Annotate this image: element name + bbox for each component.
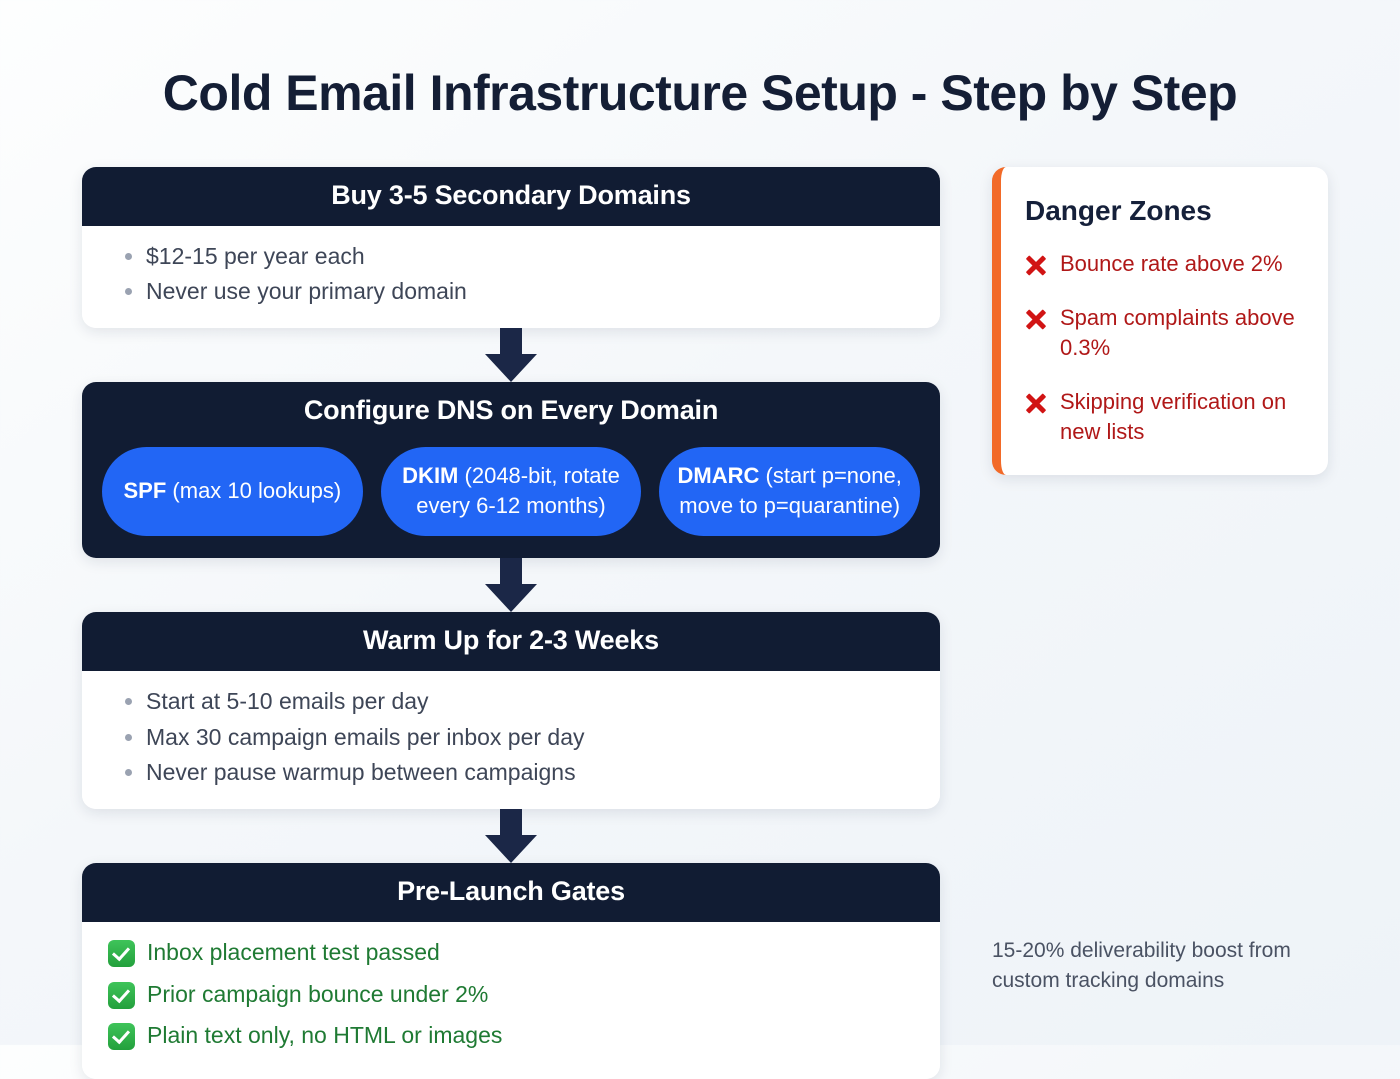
process-flow: Buy 3-5 Secondary Domains $12-15 per yea… <box>82 167 940 1079</box>
arrow-head <box>485 354 537 383</box>
dns-pill-detail: (2048-bit, rotate every 6-12 months) <box>416 463 620 518</box>
arrow-down-icon <box>82 558 940 613</box>
step-body: Start at 5-10 emails per day Max 30 camp… <box>82 671 940 809</box>
step-body: Inbox placement test passed Prior campai… <box>82 921 940 1079</box>
step-header: Buy 3-5 Secondary Domains <box>82 167 940 226</box>
dns-pill-label: DKIM <box>402 463 459 489</box>
step-body: SPF (max 10 lookups) DKIM (2048-bit, rot… <box>82 441 940 559</box>
check-mark-icon <box>108 939 135 967</box>
dns-pill-label: SPF <box>123 478 167 504</box>
checklist: Inbox placement test passed Prior campai… <box>108 936 914 1052</box>
list-item: Start at 5-10 emails per day <box>108 685 914 717</box>
list-item: Spam complaints above 0.3% <box>1023 303 1306 363</box>
arrow-shaft <box>500 558 522 587</box>
step-header: Configure DNS on Every Domain <box>82 382 940 442</box>
list-item: Plain text only, no HTML or images <box>108 1019 914 1052</box>
check-mark-icon <box>108 981 135 1009</box>
dns-pill-detail: (max 10 lookups) <box>172 478 342 504</box>
cross-mark-icon <box>1023 390 1049 416</box>
footnote-text: 15-20% deliverability boost from custom … <box>992 939 1291 992</box>
check-mark-icon <box>108 1023 135 1051</box>
dns-pill-label: DMARC <box>677 463 760 489</box>
arrow-shaft <box>500 328 522 357</box>
list-item-label: Spam complaints above 0.3% <box>1060 304 1295 360</box>
list-item: $12-15 per year each <box>108 240 914 272</box>
step-card-buy-domains: Buy 3-5 Secondary Domains $12-15 per yea… <box>82 167 940 329</box>
bullet-list: $12-15 per year each Never use your prim… <box>108 240 914 307</box>
bullet-list: Start at 5-10 emails per day Max 30 camp… <box>108 685 914 788</box>
list-item: Bounce rate above 2% <box>1023 249 1306 279</box>
list-item: Inbox placement test passed <box>108 936 914 969</box>
arrow-head <box>485 834 537 863</box>
list-item: Max 30 campaign emails per inbox per day <box>108 721 914 753</box>
dns-pill-detail: (start p=none, move to p=quarantine) <box>679 463 902 518</box>
list-item-label: Inbox placement test passed <box>147 938 440 965</box>
arrow-down-icon <box>82 328 940 383</box>
cross-mark-icon <box>1023 252 1049 278</box>
arrow-down-icon <box>82 808 940 863</box>
list-item: Never pause warmup between campaigns <box>108 756 914 788</box>
list-item: Skipping verification on new lists <box>1023 387 1306 447</box>
page-title: Cold Email Infrastructure Setup - Step b… <box>162 65 1238 121</box>
infographic-canvas: Cold Email Infrastructure Setup - Step b… <box>0 0 1400 1045</box>
list-item: Prior campaign bounce under 2% <box>108 978 914 1011</box>
step-body: $12-15 per year each Never use your prim… <box>82 226 940 329</box>
step-card-pre-launch-gates: Pre-Launch Gates Inbox placement test pa… <box>82 862 940 1079</box>
step-header: Warm Up for 2-3 Weeks <box>82 612 940 672</box>
step-card-configure-dns: Configure DNS on Every Domain SPF (max 1… <box>82 382 940 559</box>
list-item: Never use your primary domain <box>108 275 914 307</box>
list-item-label: Plain text only, no HTML or images <box>147 1022 503 1049</box>
arrow-head <box>485 584 537 613</box>
step-header: Pre-Launch Gates <box>82 862 940 922</box>
dns-pill-dkim: DKIM (2048-bit, rotate every 6-12 months… <box>380 447 642 537</box>
arrow-shaft <box>500 808 522 837</box>
list-item-label: Prior campaign bounce under 2% <box>147 980 489 1007</box>
dns-pill-spf: SPF (max 10 lookups) <box>102 447 363 537</box>
danger-zones-list: Bounce rate above 2% Spam complaints abo… <box>1023 249 1306 447</box>
danger-zones-title: Danger Zones <box>1025 195 1212 226</box>
dns-record-pills: SPF (max 10 lookups) DKIM (2048-bit, rot… <box>102 447 921 537</box>
list-item-label: Bounce rate above 2% <box>1060 251 1283 276</box>
list-item-label: Skipping verification on new lists <box>1060 388 1287 444</box>
danger-zones-panel: Danger Zones Bounce rate above 2% Spam c… <box>992 167 1328 475</box>
step-card-warm-up: Warm Up for 2-3 Weeks Start at 5-10 emai… <box>82 612 940 809</box>
dns-pill-dmarc: DMARC (start p=none, move to p=quarantin… <box>659 447 921 537</box>
cross-mark-icon <box>1023 306 1049 332</box>
